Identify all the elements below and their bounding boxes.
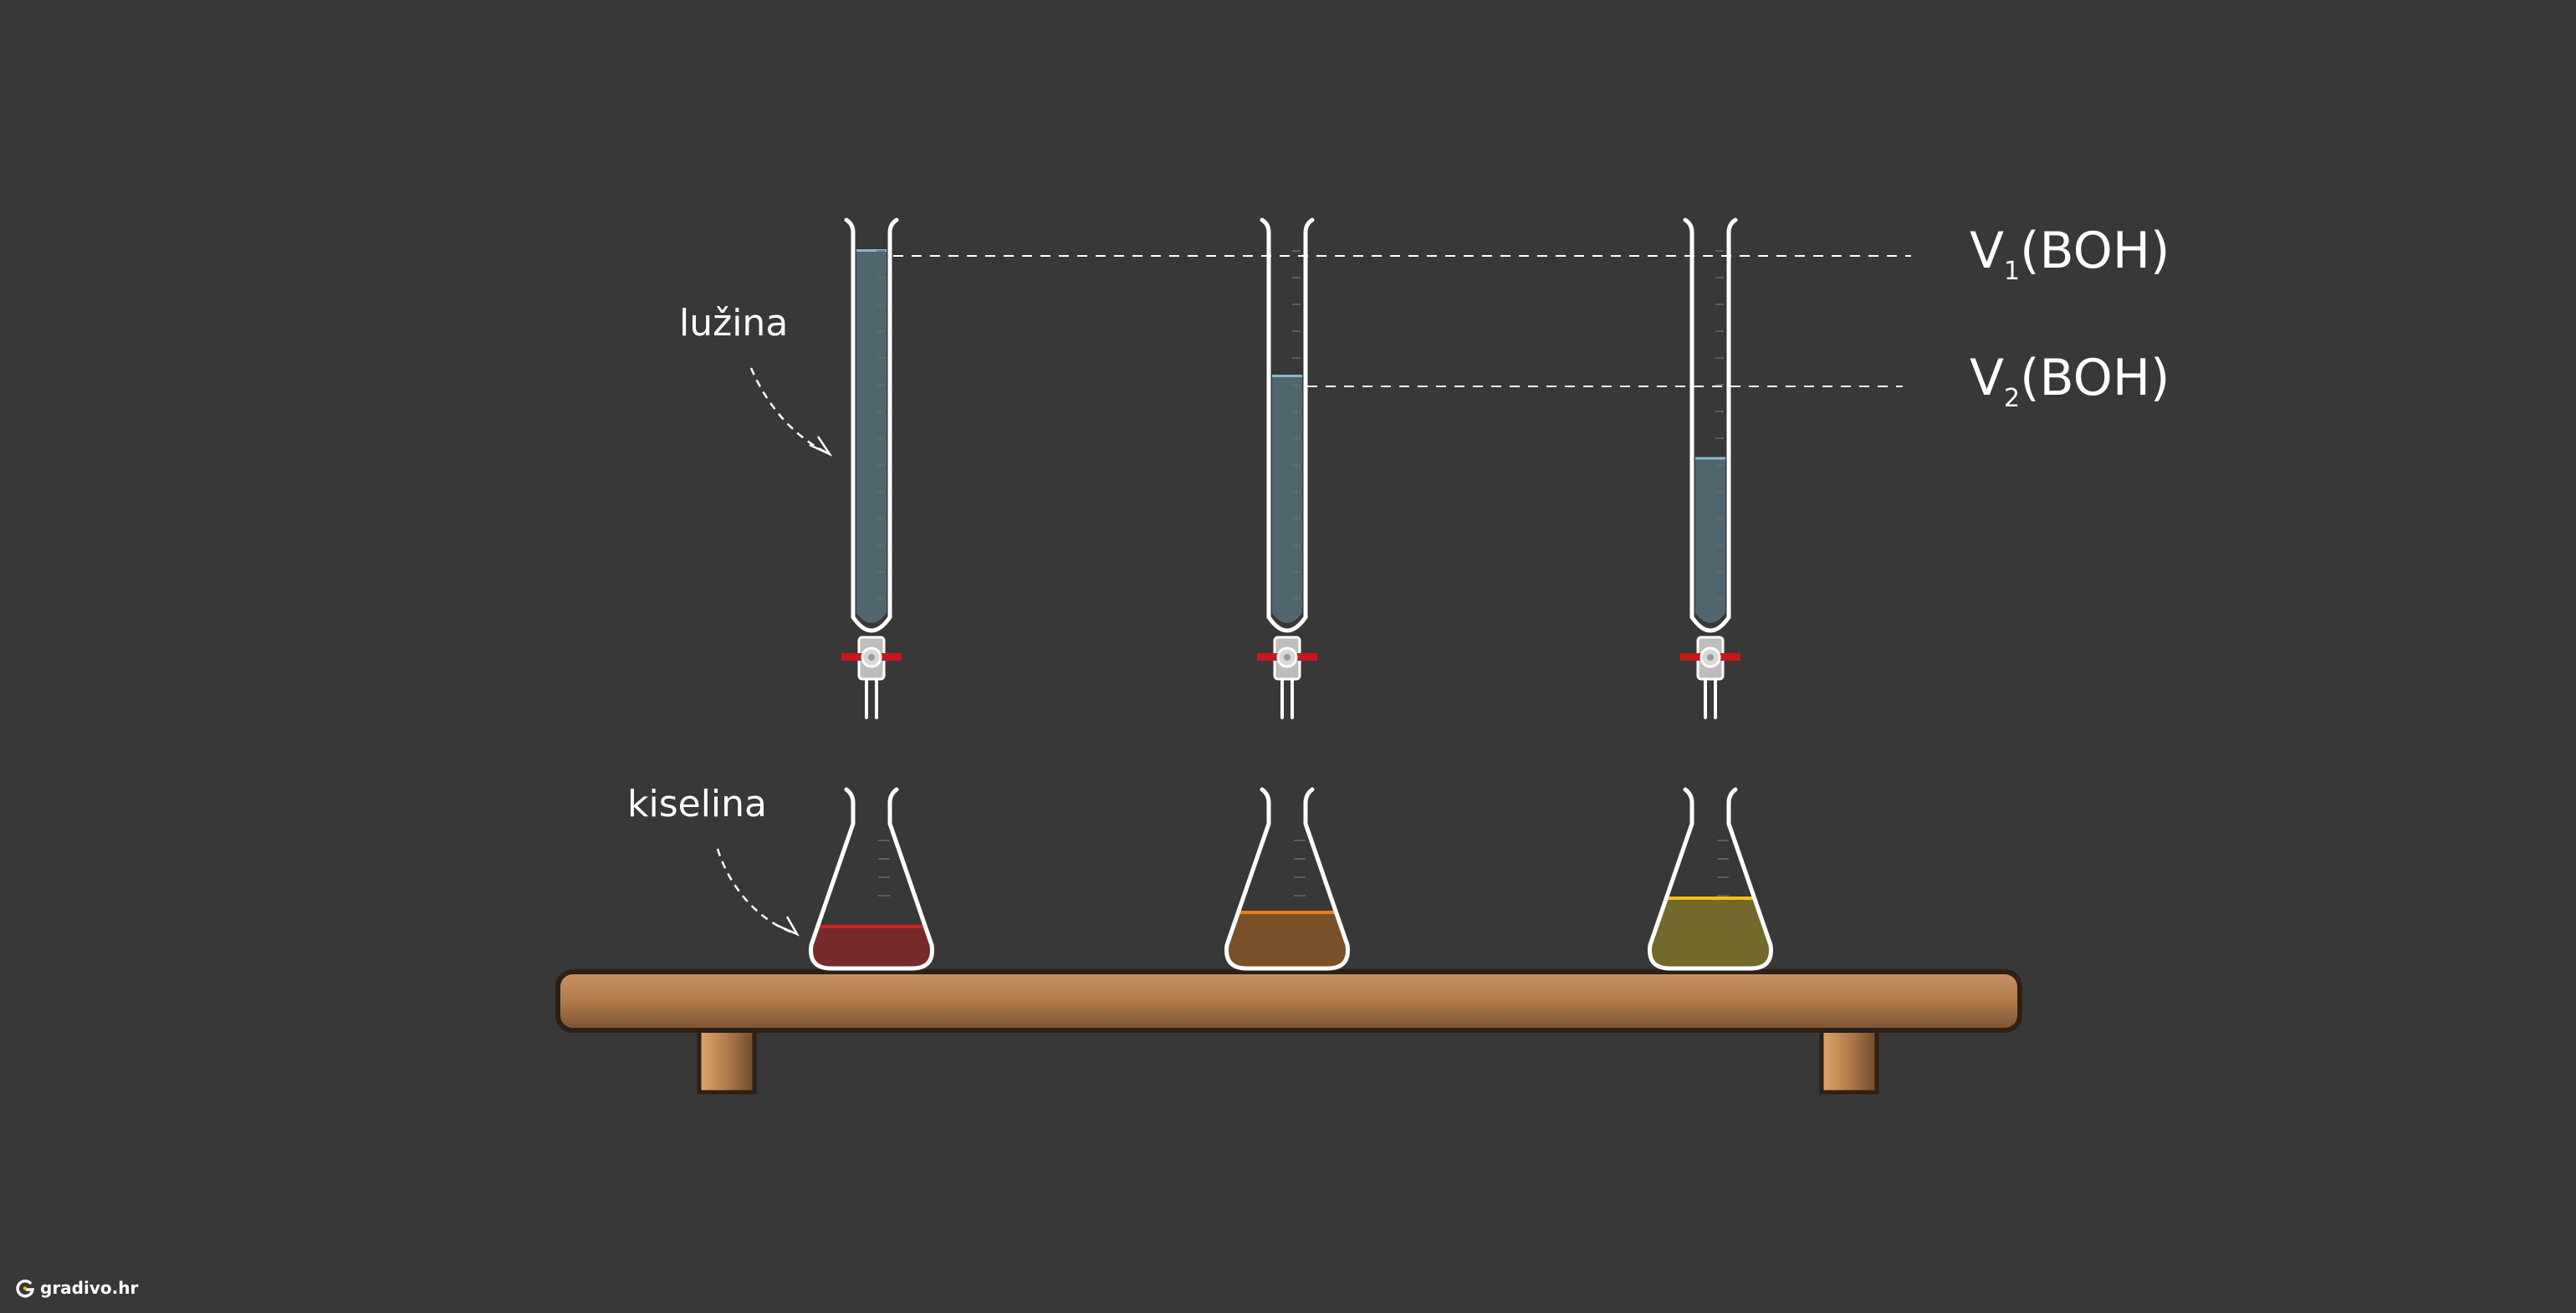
flask-3 — [1648, 787, 1773, 971]
table-leg-left — [697, 1024, 757, 1095]
burette-1 — [841, 217, 902, 719]
volume-symbol: V — [1970, 222, 2005, 280]
burettes — [841, 217, 1740, 719]
burette-liquid — [856, 250, 887, 623]
burette-tip — [1704, 677, 1717, 719]
burette-liquid — [1272, 376, 1302, 623]
flask-2 — [1224, 787, 1350, 971]
base-arrow-head — [809, 436, 833, 457]
burette-tip — [1280, 677, 1294, 719]
acid-arrow-head — [775, 916, 800, 937]
base-label: lužina — [679, 302, 789, 345]
burette-tube — [1260, 217, 1315, 633]
acid-label: kiselina — [627, 783, 767, 825]
burette-tube — [844, 217, 899, 633]
flask-outline — [809, 787, 934, 971]
flask-liquid — [1226, 912, 1348, 968]
volume-subscript: 1 — [2004, 257, 2021, 286]
burette-tip — [865, 677, 878, 719]
brand[interactable]: gradivo.hr — [15, 1278, 138, 1298]
burette-2 — [1257, 217, 1317, 719]
stopcock-valve-center — [1707, 654, 1714, 661]
flask-1 — [809, 787, 934, 971]
flask-outline — [1648, 787, 1773, 971]
volume-subscript: 2 — [2004, 384, 2021, 413]
volume-label-1: V1(BOH) — [1970, 226, 2170, 284]
base-arrow — [749, 367, 829, 455]
acid-arrow — [716, 848, 795, 935]
volume-symbol: V — [1970, 349, 2005, 407]
table-leg-right — [1819, 1024, 1879, 1095]
gradivo-logo-icon — [16, 1280, 35, 1298]
burette-liquid — [1695, 458, 1725, 623]
flasks — [809, 787, 1773, 971]
burette-3 — [1680, 217, 1740, 719]
volume-label-2: V2(BOH) — [1970, 353, 2170, 411]
volume-formula: (BOH) — [2020, 349, 2170, 407]
table-top — [555, 969, 2022, 1033]
stopcock-valve-center — [868, 654, 875, 661]
volume-formula: (BOH) — [2020, 222, 2170, 280]
flask-outline — [1224, 787, 1350, 971]
flask-liquid — [1649, 898, 1771, 968]
brand-name: gradivo.hr — [40, 1278, 139, 1298]
stopcock-valve-center — [1284, 654, 1291, 661]
lab-table — [555, 969, 2022, 1095]
flask-liquid — [810, 927, 933, 968]
burette-tube — [1683, 217, 1738, 633]
